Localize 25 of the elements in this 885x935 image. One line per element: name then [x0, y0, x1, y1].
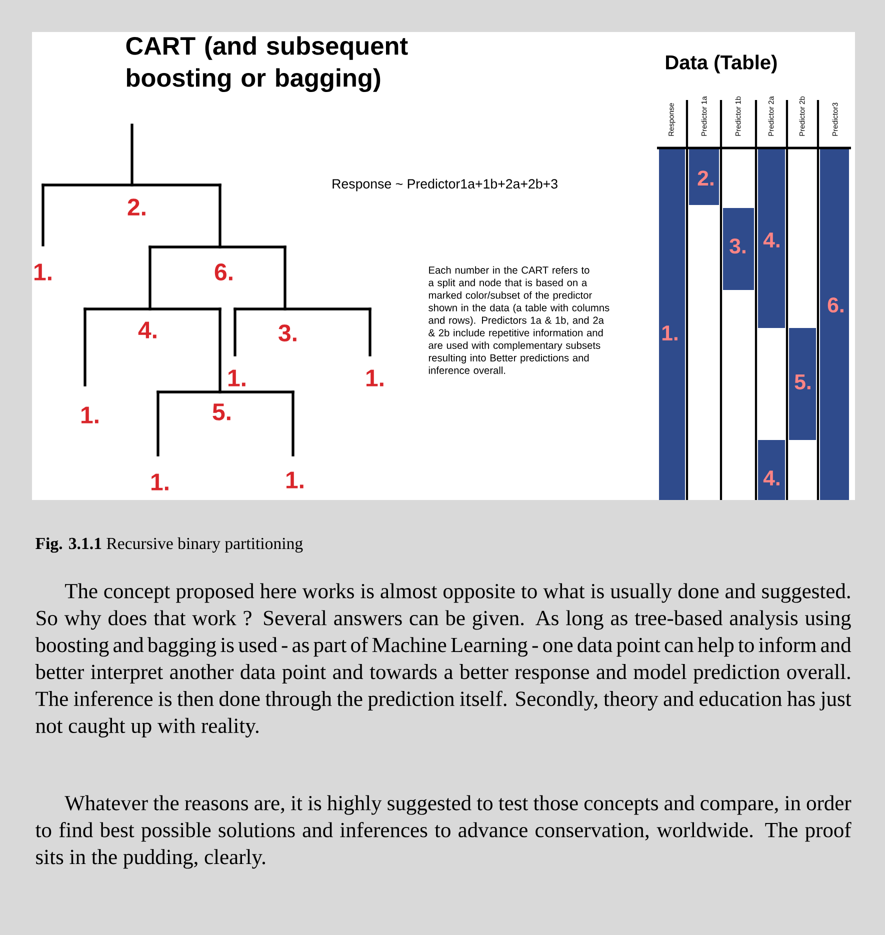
- split-number: 1.: [152, 474, 168, 490]
- figure-caption: Fig. 3.1.1 Recursive binary partitioning: [36, 537, 303, 553]
- split-number: 5.: [794, 374, 810, 390]
- table-heading: Data (Table): [666, 54, 777, 74]
- split-number: 1.: [34, 264, 52, 280]
- diagram-title: CART (and subsequent boosting or bagging): [126, 36, 408, 92]
- explanation-note: Each number in the CART refers to a split and node that is based on a marked color/subset of the predictor shown in the data (a table with columns and rows). Predictors 1a & 1b, and 2a & 2b include repetitive information and are used with complementary subsets resulting into Better predictions and inference overall.: [428, 266, 610, 374]
- model-formula: Response ~ Predictor1a+1b+2a+2b+3: [332, 178, 558, 192]
- split-number: 6.: [828, 297, 844, 313]
- split-number: 4.: [138, 322, 156, 338]
- split-number: 3.: [730, 238, 746, 254]
- body-paragraph: The concept proposed here works is almost opposite to what is usually done and suggested. So why does that work ? Several answers can be given. As long as tree-based analysis using boosting and bagging is used - as part of Machine Learning - one data point can help to inform and better interpret another data point and towards a better response and model prediction overall. The inference is then done through the prediction itself. Secondly, theory and education has just not caught up with reality.: [35, 583, 852, 738]
- body-paragraph: Whatever the reasons are, it is highly suggested to test those concepts and compare, in order to find best possible solutions and inferences to advance conservation, worldwide. The proof sits in the pudding, clearly.: [35, 795, 852, 869]
- split-number: 4.: [763, 470, 780, 486]
- split-number: 4.: [763, 232, 780, 248]
- split-number: 3.: [278, 324, 296, 342]
- split-number: 1.: [286, 472, 304, 488]
- split-number: 1.: [366, 370, 384, 386]
- split-number: 5.: [212, 404, 230, 420]
- split-number: 1.: [662, 326, 678, 340]
- split-number: 6.: [214, 264, 232, 280]
- split-number: 2.: [128, 198, 146, 216]
- split-number: 1.: [228, 370, 246, 386]
- split-number: 2.: [698, 170, 714, 186]
- split-number: 1.: [82, 406, 98, 424]
